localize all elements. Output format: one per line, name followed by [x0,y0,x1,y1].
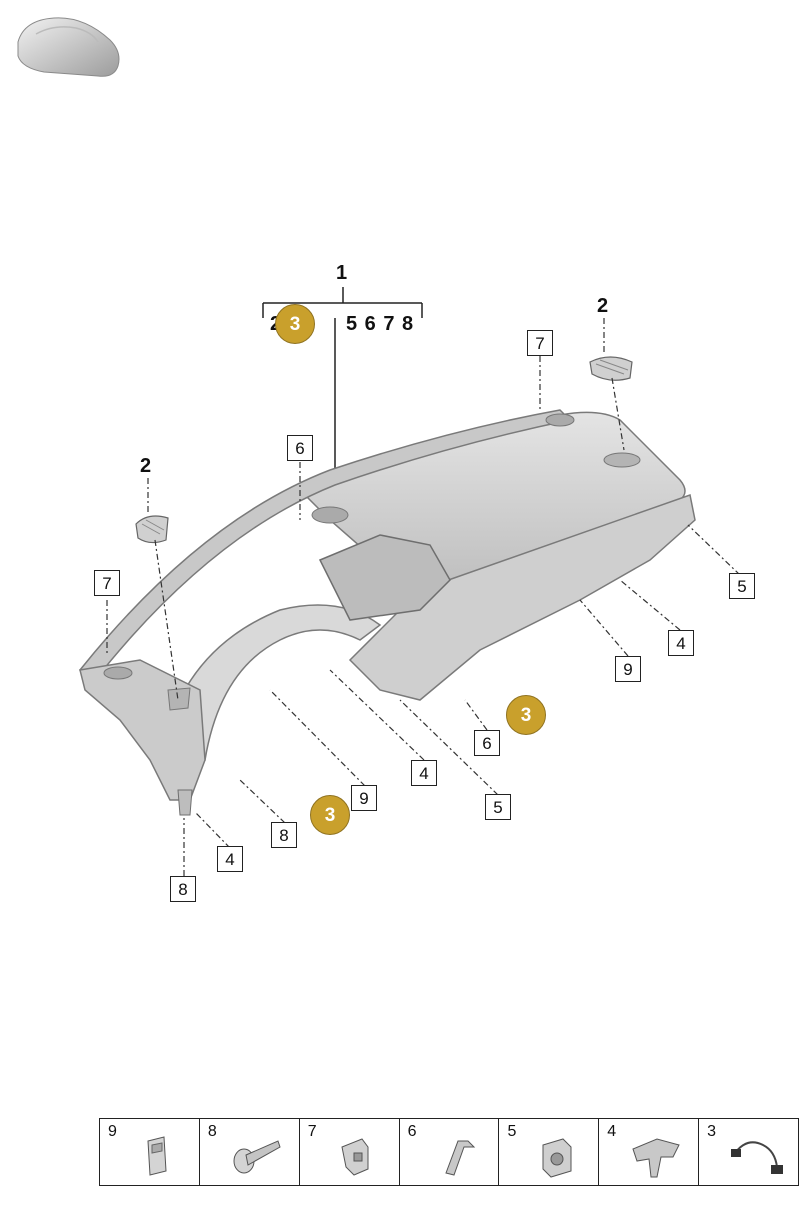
legend-item-6[interactable]: 6 [400,1119,500,1185]
bracket-icon [341,1138,369,1176]
badge-3-right[interactable]: 3 [506,695,546,735]
assembly-number-label: 1 [336,262,348,284]
group-numbers: 5 6 7 8 [346,313,415,335]
callout-8-bottom[interactable]: 8 [170,876,196,902]
clip-icon [147,1136,167,1176]
vent-opening-right [603,452,641,468]
legend-number: 9 [108,1123,117,1140]
legend-number: 6 [407,1123,417,1140]
callout-6-top[interactable]: 6 [287,435,313,461]
legend-item-3[interactable]: 3 [699,1119,798,1185]
speaker-opening-left [103,666,133,680]
dashboard-left-end [79,659,206,801]
vehicle-thumbnail [17,17,120,77]
nut-clip-icon [542,1138,572,1178]
legend-item-8[interactable]: 8 [200,1119,300,1185]
dashboard-exploded-diagram [78,287,741,876]
air-vent-grille-left [135,515,169,544]
callout-7-left[interactable]: 7 [94,570,120,596]
assembly-group-bracket [262,287,423,470]
legend-number: 7 [307,1123,317,1140]
lower-support-bracket [177,789,193,816]
callout-9-mid[interactable]: 9 [351,785,377,811]
badge-3-top[interactable]: 3 [275,304,315,344]
callout-4-right[interactable]: 4 [668,630,694,656]
spring-clip-icon [444,1140,475,1176]
wiring-harness-icon [731,1141,784,1174]
callout-8-mid[interactable]: 8 [271,822,297,848]
callout-4-mid[interactable]: 4 [411,760,437,786]
callout-5-right[interactable]: 5 [729,573,755,599]
callout-7-right[interactable]: 7 [527,330,553,356]
legend-number: 3 [707,1123,717,1140]
legend-item-9[interactable]: 9 [100,1119,200,1185]
leader-lines [106,318,741,876]
callout-4-bottom[interactable]: 4 [217,846,243,872]
air-vent-grille-right [589,356,633,381]
speaker-opening-center [311,506,349,524]
legend-item-7[interactable]: 7 [300,1119,400,1185]
legend-number: 8 [207,1123,217,1140]
vent-label-left: 2 [140,455,152,477]
center-console-frame [318,534,451,621]
legend-item-4[interactable]: 4 [599,1119,700,1185]
speaker-opening-right [545,413,575,427]
screw-icon [233,1140,281,1174]
vent-label-right: 2 [597,295,609,317]
legend-number: 5 [507,1123,517,1140]
callout-9-right[interactable]: 9 [615,656,641,682]
callout-6-mid[interactable]: 6 [474,730,500,756]
vent-opening-left [167,687,191,711]
callout-5-mid[interactable]: 5 [485,794,511,820]
badge-3-bottom[interactable]: 3 [310,795,350,835]
legend-item-5[interactable]: 5 [499,1119,600,1185]
mounting-bracket-icon [632,1138,681,1178]
legend-number: 4 [607,1123,617,1140]
dashboard-lower-frame [348,494,696,701]
parts-legend: 9 8 7 6 5 4 [99,1118,799,1186]
